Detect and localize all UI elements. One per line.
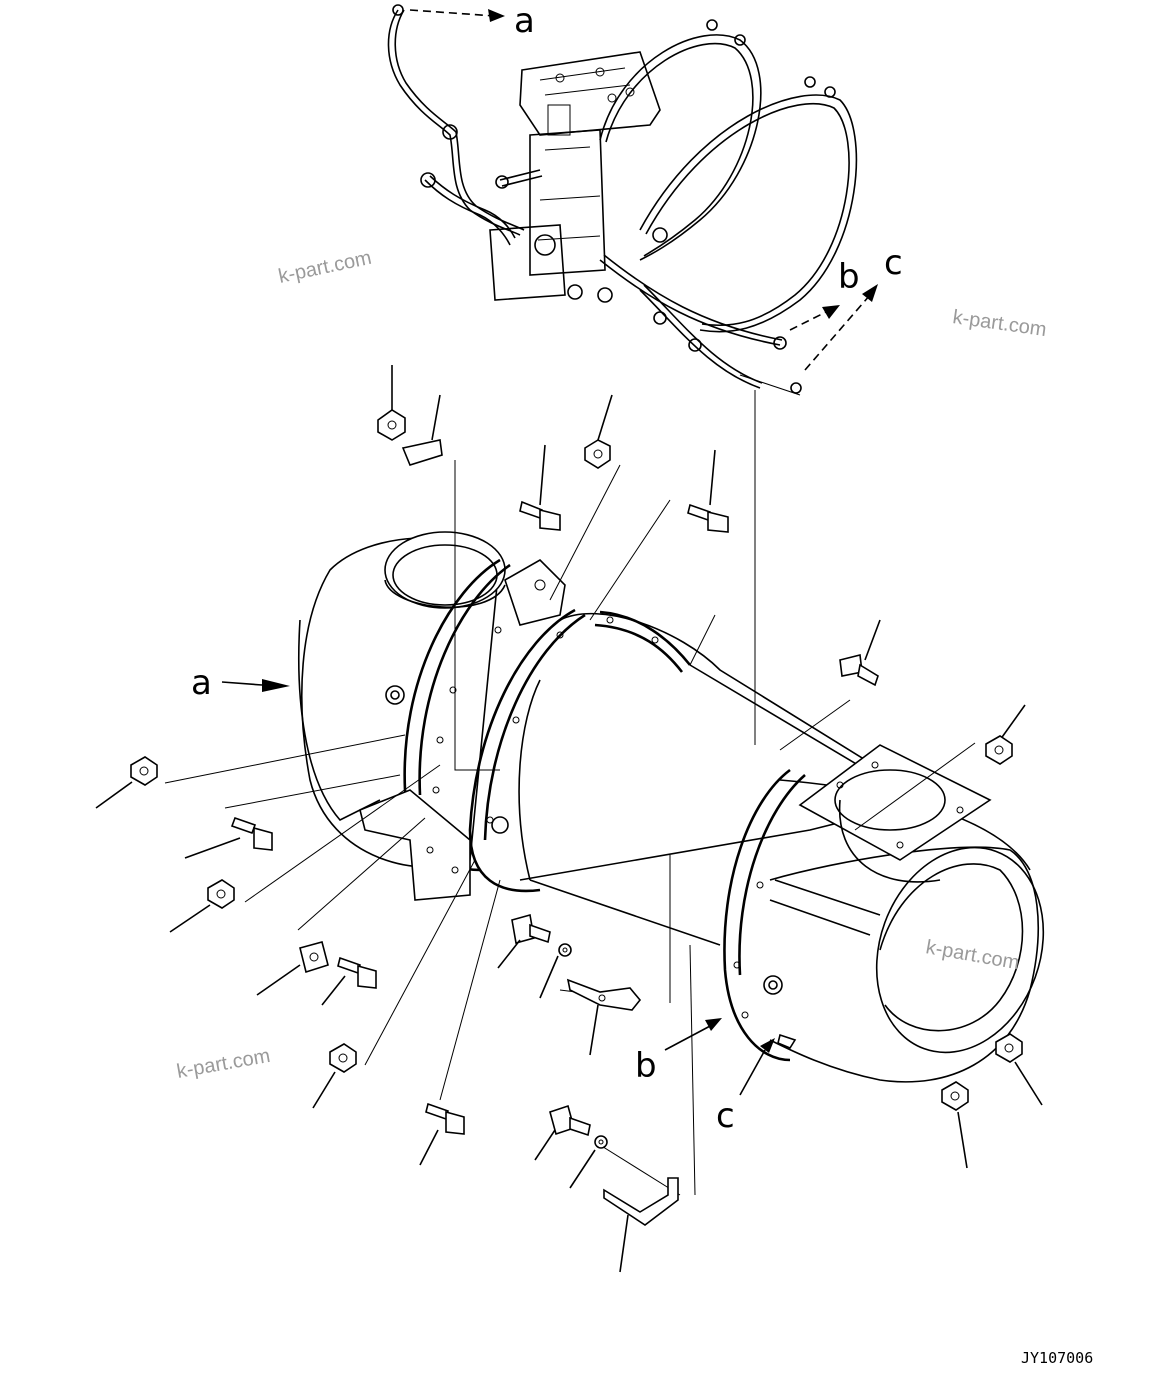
watermark-3: k-part.com <box>924 936 1021 974</box>
callout-b-top: b <box>838 257 860 297</box>
top-callout-arrows <box>409 9 878 371</box>
muffler-body <box>298 531 1045 1083</box>
watermark-1: k-part.com <box>276 247 373 288</box>
watermark-4: k-part.com <box>175 1045 272 1083</box>
callout-c-top: c <box>884 243 903 283</box>
callout-c-bottom: c <box>716 1096 735 1136</box>
bottom-callout-arrows <box>221 679 775 1096</box>
sensor-tube-assembly <box>387 4 858 396</box>
watermark-2: k-part.com <box>951 306 1048 341</box>
callout-a-left: a <box>191 663 212 703</box>
leader-lines <box>164 390 976 1196</box>
callout-b-bottom: b <box>635 1046 657 1086</box>
drawing-code: JY107006 <box>1021 1349 1093 1367</box>
fasteners <box>95 365 1043 1273</box>
callout-a-top: a <box>514 1 535 41</box>
